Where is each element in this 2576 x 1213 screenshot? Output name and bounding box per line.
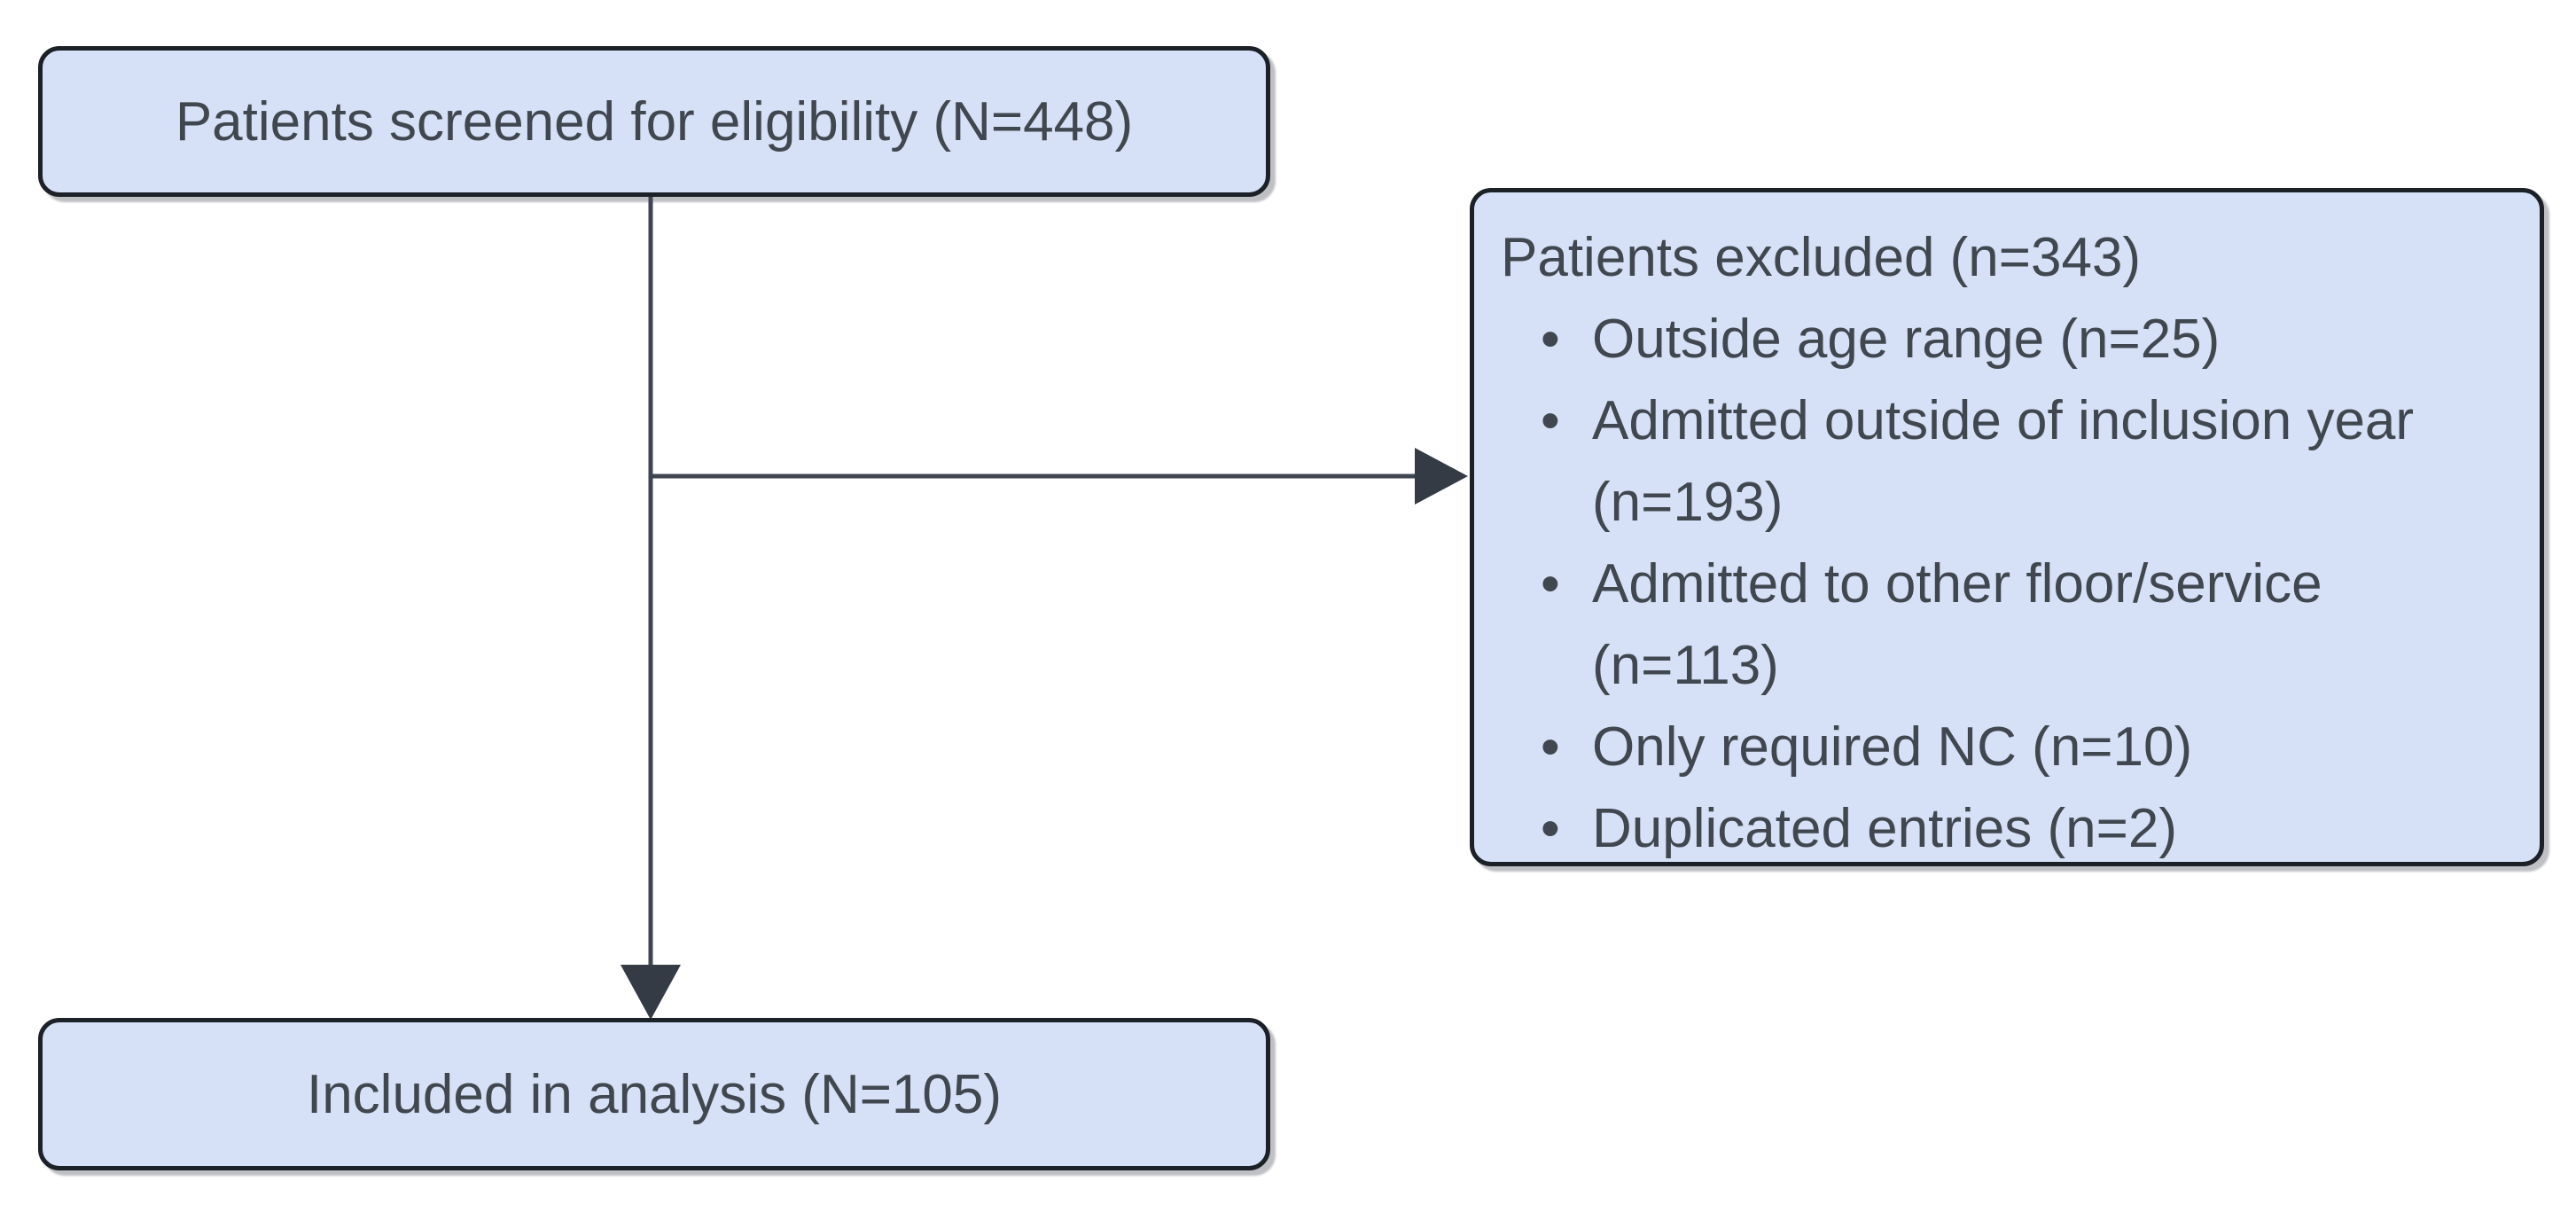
included-box: Included in analysis (N=105)	[38, 1018, 1270, 1170]
exclusion-item-text: Admitted to other floor/service (n=113)	[1592, 553, 2322, 696]
exclusion-item-text: Admitted outside of inclusion year (n=19…	[1592, 390, 2415, 533]
exclusion-item: • Outside age range (n=25)	[1541, 299, 2460, 380]
exclusion-item-text: Duplicated entries (n=2)	[1592, 798, 2177, 859]
included-box-label: Included in analysis (N=105)	[306, 1063, 1003, 1125]
excluded-box: Patients excluded (n=343) • Outside age …	[1470, 188, 2544, 866]
bullet-icon: •	[1541, 798, 1560, 859]
screened-box: Patients screened for eligibility (N=448…	[38, 46, 1270, 197]
exclusion-item-text: Outside age range (n=25)	[1592, 309, 2221, 370]
exclusion-item: • Admitted outside of inclusion year (n=…	[1541, 380, 2460, 544]
bullet-icon: •	[1541, 390, 1560, 451]
excluded-box-title: Patients excluded (n=343)	[1501, 227, 2142, 288]
bullet-icon: •	[1541, 553, 1560, 614]
bullet-icon: •	[1541, 716, 1560, 778]
arrowhead-right-icon	[1415, 448, 1468, 505]
exclusion-item: • Only required NC (n=10)	[1541, 707, 2460, 788]
exclusion-item: • Duplicated entries (n=2)	[1541, 788, 2460, 870]
exclusion-item-text: Only required NC (n=10)	[1592, 716, 2193, 778]
bullet-icon: •	[1541, 309, 1560, 370]
arrowhead-down-icon	[621, 965, 681, 1020]
exclusion-list: • Outside age range (n=25) • Admitted ou…	[1499, 299, 2540, 870]
screened-box-label: Patients screened for eligibility (N=448…	[175, 90, 1134, 153]
exclusion-item: • Admitted to other floor/service (n=113…	[1541, 544, 2460, 707]
